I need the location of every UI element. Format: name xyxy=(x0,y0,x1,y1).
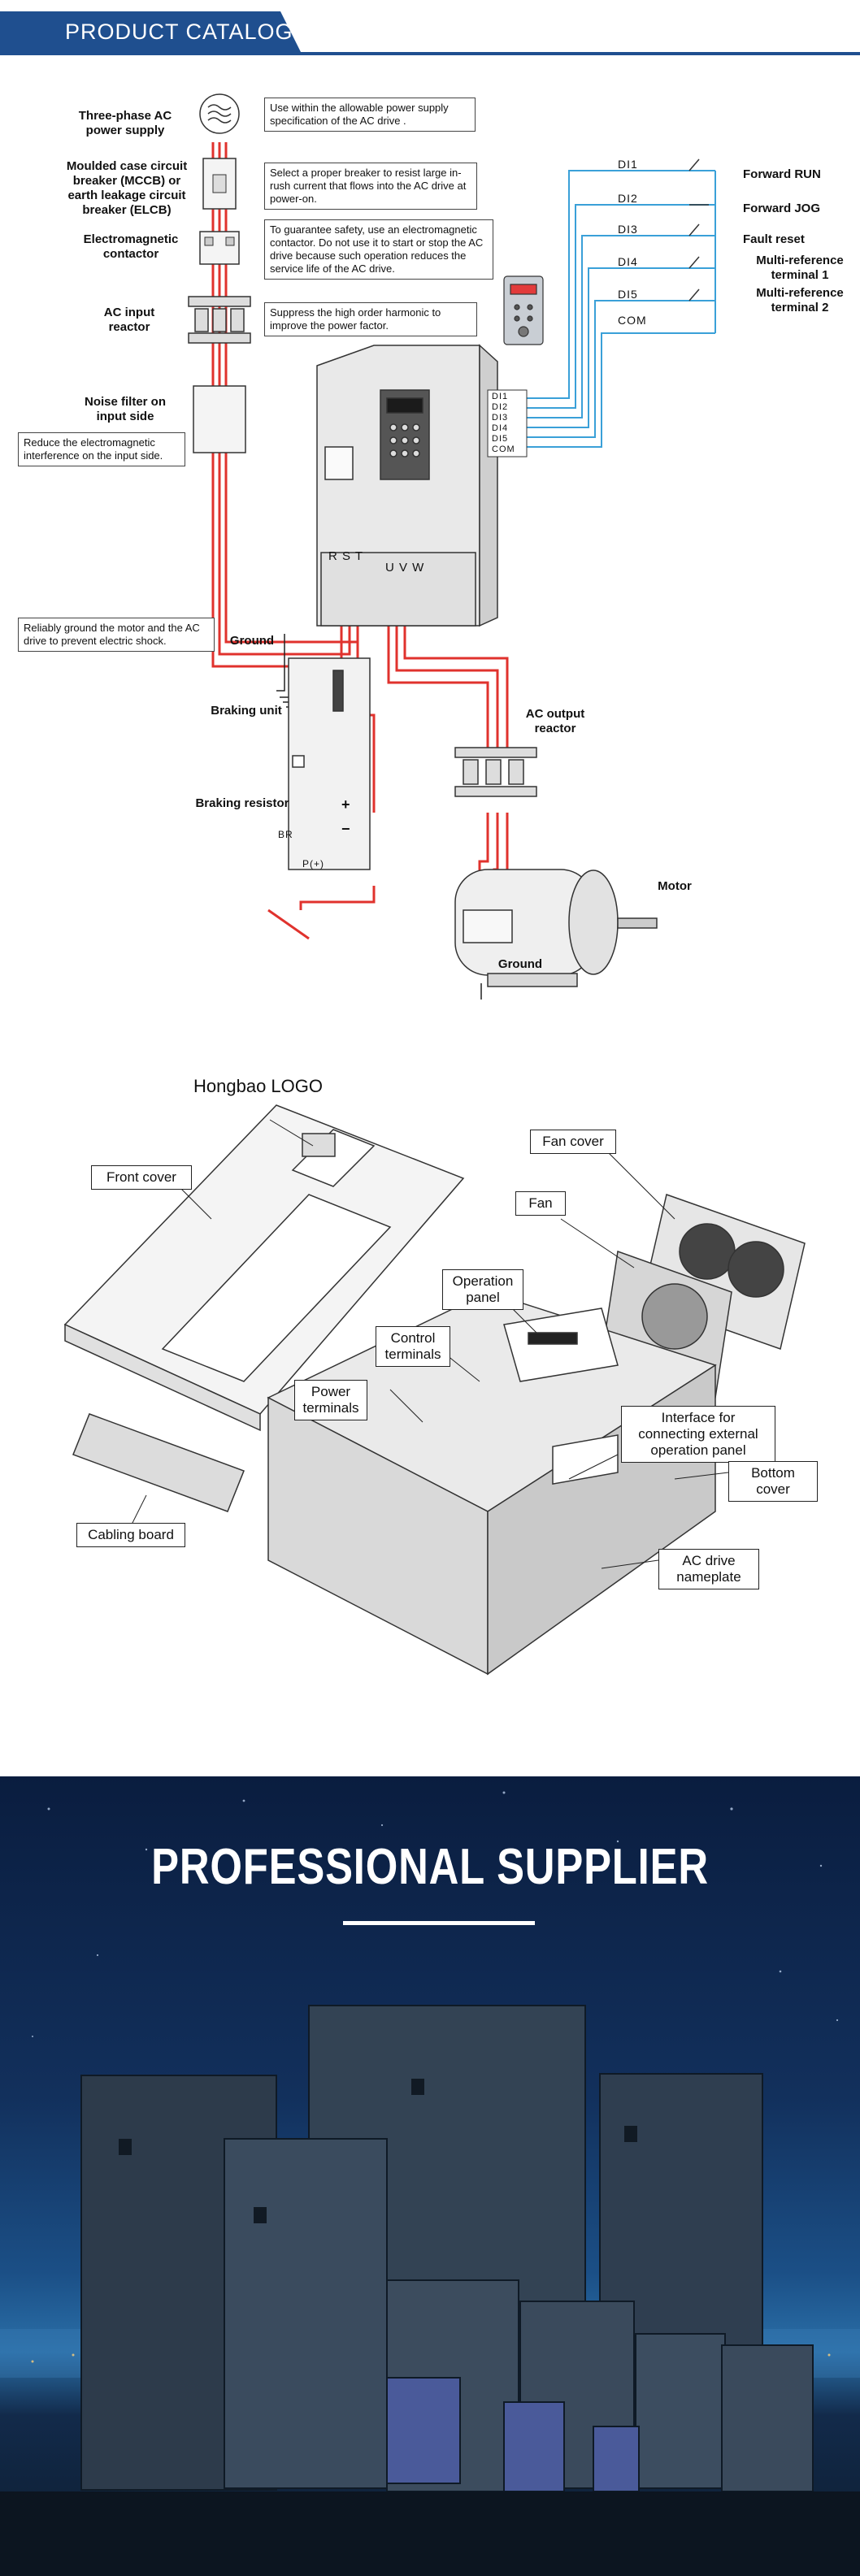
terminal-di1: DI1 xyxy=(492,392,509,401)
br-terminal: BR xyxy=(278,829,293,840)
power-terminals-label: Power terminals xyxy=(294,1380,367,1420)
function-forward-run: Forward RUN xyxy=(743,167,821,181)
wiring-drawing xyxy=(188,93,716,1000)
header-rule xyxy=(0,52,860,55)
di4-label: DI4 xyxy=(618,255,638,268)
plus-terminal: + xyxy=(341,796,351,813)
exploded-drawing xyxy=(63,1104,806,1676)
supply-note: Use within the allowable power supply sp… xyxy=(264,98,476,132)
di5-label: DI5 xyxy=(618,288,638,301)
front-cover-label: Front cover xyxy=(91,1165,192,1190)
reactor-note: Suppress the high order harmonic to impr… xyxy=(264,302,477,336)
braking-resistor-label: Braking resistor xyxy=(195,796,289,810)
terminal-di4: DI4 xyxy=(492,423,509,433)
function-forward-jog: Forward JOG xyxy=(743,202,821,215)
bottom-cover-label: Bottom cover xyxy=(728,1461,818,1502)
ground-label: Ground xyxy=(229,634,275,648)
terminal-com: COM xyxy=(492,445,515,454)
fan-cover-label: Fan cover xyxy=(530,1130,616,1154)
minus-terminal: − xyxy=(341,821,351,837)
catalog-header: PRODUCT CATALOG xyxy=(0,0,860,62)
supplier-banner: PROFESSIONAL SUPPLIER xyxy=(0,1776,860,2576)
banner-underline xyxy=(343,1921,535,1925)
interface-label: Interface for connecting external operat… xyxy=(621,1406,775,1463)
input-reactor-label: AC input reactor xyxy=(103,306,155,334)
power-supply-label: Three-phase AC power supply xyxy=(78,109,172,137)
rst-terminals: R S T xyxy=(328,549,364,563)
terminal-di5: DI5 xyxy=(492,434,509,444)
fan-label: Fan xyxy=(515,1191,566,1216)
ground-note: Reliably ground the motor and the AC dri… xyxy=(18,618,215,652)
contactor-note: To guarantee safety, use an electromagne… xyxy=(264,219,493,280)
breaker-note: Select a proper breaker to resist large … xyxy=(264,163,477,210)
uvw-terminals: U V W xyxy=(385,561,425,575)
di3-label: DI3 xyxy=(618,223,638,236)
di2-label: DI2 xyxy=(618,192,638,205)
terminal-di3: DI3 xyxy=(492,413,509,423)
mccb-label: Moulded case circuit breaker (MCCB) or e… xyxy=(66,159,188,217)
operation-panel-label: Operation panel xyxy=(442,1269,523,1310)
header-tab xyxy=(0,11,302,55)
control-terminals-label: Control terminals xyxy=(376,1326,450,1367)
di1-label: DI1 xyxy=(618,158,638,171)
nameplate-label: AC drive nameplate xyxy=(658,1549,759,1589)
output-reactor-label: AC output reactor xyxy=(525,707,585,735)
exploded-view: Hongbao LOGO Front cover Fan cover Fan O… xyxy=(0,1056,860,1706)
braking-unit-label: Braking unit xyxy=(211,704,282,718)
banner-scene xyxy=(0,1791,860,2576)
motor-ground-label: Ground xyxy=(497,957,543,971)
cabling-board-label: Cabling board xyxy=(76,1523,185,1547)
com-label: COM xyxy=(618,314,647,327)
terminal-di2: DI2 xyxy=(492,402,509,412)
filter-note: Reduce the electromagnetic interference … xyxy=(18,432,185,466)
banner-title: PROFESSIONAL SUPPLIER xyxy=(151,1839,709,1895)
contactor-label: Electromagnetic contactor xyxy=(83,232,179,261)
logo-label: Hongbao LOGO xyxy=(193,1076,323,1096)
function-fault-reset: Fault reset xyxy=(743,232,805,246)
function-multi-ref-1: Multi-reference terminal 1 xyxy=(756,254,844,282)
function-multi-ref-2: Multi-reference terminal 2 xyxy=(756,286,844,314)
noise-filter-label: Noise filter on input side xyxy=(84,395,166,423)
p-terminal: P(+) xyxy=(302,858,325,870)
header-title: PRODUCT CATALOG xyxy=(65,20,293,44)
wiring-diagram: Three-phase AC power supply Moulded case… xyxy=(0,65,860,1000)
motor-label: Motor xyxy=(658,879,692,893)
